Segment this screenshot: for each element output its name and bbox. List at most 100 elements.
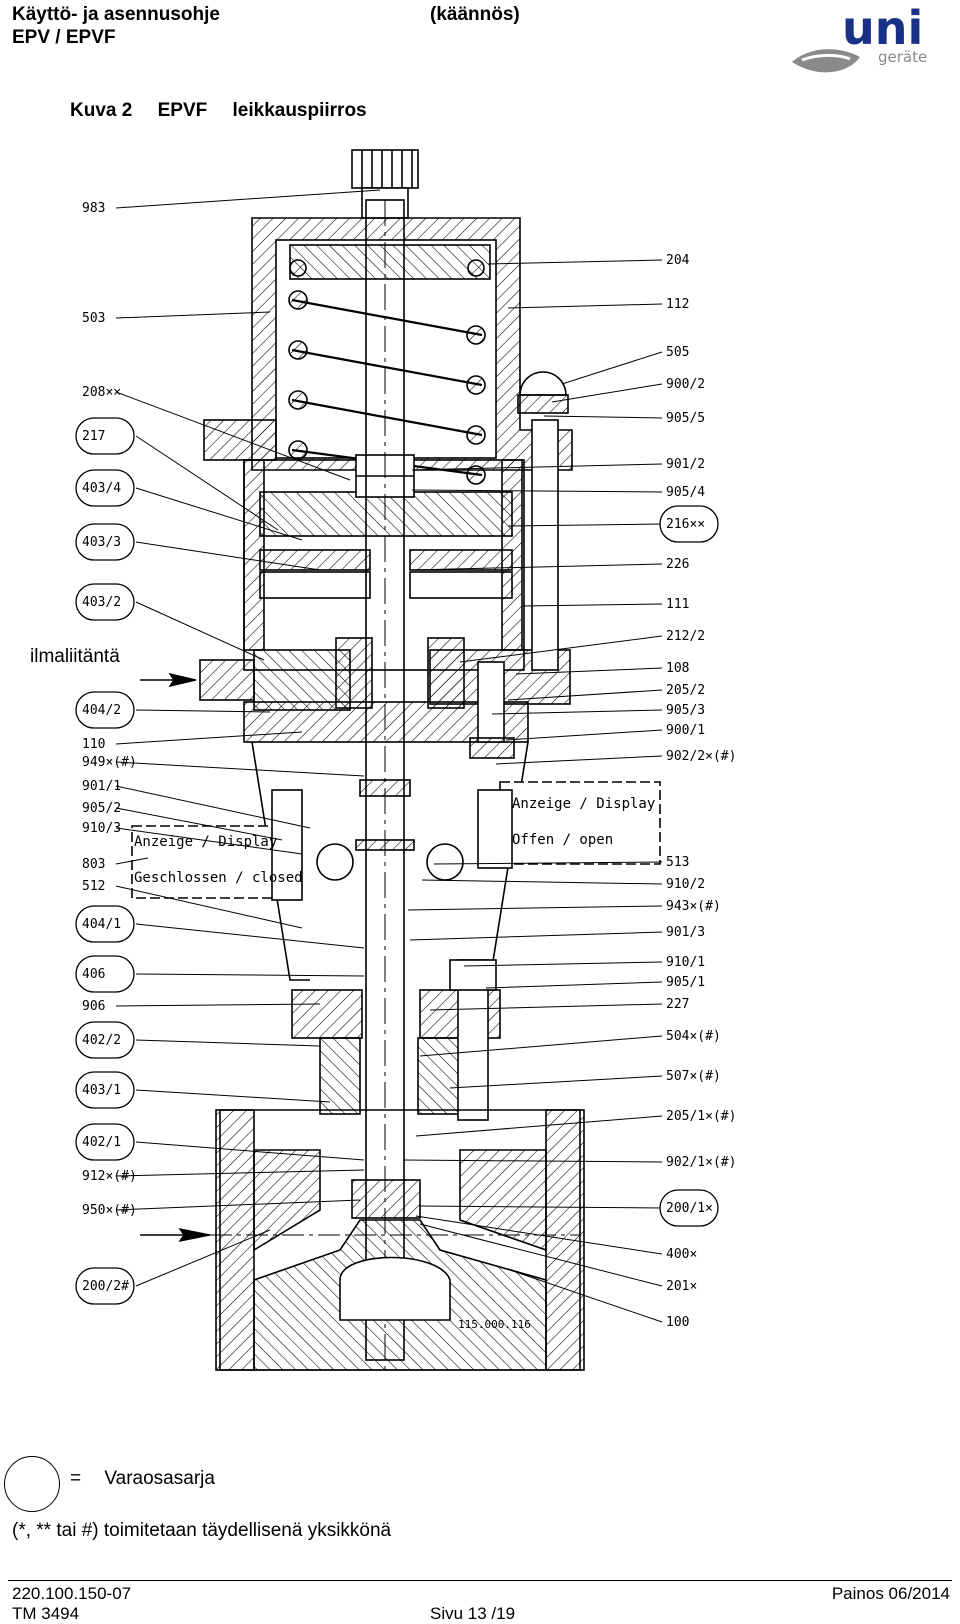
leader-line: [419, 1035, 663, 1057]
part-number: 226: [666, 557, 689, 572]
part-number: 905/5: [666, 411, 705, 426]
part-number: 404/1: [82, 917, 121, 932]
leader-line: [135, 923, 365, 949]
part-callout-205-2: 205/2: [666, 683, 705, 698]
logo-sub: geräte: [878, 48, 927, 66]
display-left-state: Geschlossen / closed: [134, 870, 303, 886]
part-callout-404-1: 404/1: [75, 905, 135, 943]
part-callout-900-2: 900/2: [666, 377, 705, 392]
part-number: 205/2: [666, 683, 705, 698]
leader-line: [551, 383, 663, 403]
part-callout-905-1: 905/1: [666, 975, 705, 990]
figure-label: Kuva 2: [70, 100, 133, 121]
leader-line: [135, 1089, 331, 1103]
part-number: 901/1: [82, 779, 121, 794]
part-number: 507×(#): [666, 1069, 721, 1084]
part-number: 910/2: [666, 877, 705, 892]
part-number: 201×: [666, 1279, 697, 1294]
display-left-title: Anzeige / Display: [134, 834, 277, 850]
leader-line: [115, 311, 271, 319]
part-number: 212/2: [666, 629, 705, 644]
leader-line: [433, 861, 663, 865]
part-number: 403/2: [82, 595, 121, 610]
part-number: 803: [82, 857, 105, 872]
document-subtitle: EPV / EPVF: [12, 27, 116, 48]
leader-line: [507, 303, 663, 309]
part-callout-512: 512: [82, 879, 105, 894]
part-number: 216××: [666, 517, 705, 532]
part-callout-504-: 504×(#): [666, 1029, 721, 1044]
leader-line: [459, 635, 663, 663]
part-callout-204: 204: [666, 253, 690, 268]
leader-line: [487, 259, 663, 265]
legend-label: Varaosasarja: [104, 1468, 215, 1489]
part-callout-212-2: 212/2: [666, 629, 705, 644]
part-number: 906: [82, 999, 105, 1014]
kit-circle: [75, 1071, 135, 1109]
part-number: 503: [82, 311, 105, 326]
part-callout-901-3: 901/3: [666, 925, 705, 940]
leader-line: [485, 981, 663, 989]
leader-line: [521, 603, 663, 607]
part-callout-402-1: 402/1: [75, 1123, 135, 1161]
part-callout-503: 503: [82, 311, 105, 326]
part-callout-112: 112: [666, 297, 689, 312]
part-callout-400-: 400×: [666, 1247, 697, 1262]
display-right-state: Offen / open: [512, 832, 613, 848]
kit-circle: [75, 955, 135, 993]
part-number: 402/1: [82, 1135, 121, 1150]
part-callout-803: 803: [82, 857, 105, 872]
part-callout-200-1-: 200/1×: [659, 1189, 719, 1227]
left-part-callouts: 983503208××217403/4403/3403/2404/2110949…: [75, 201, 137, 1305]
leader-lines: [115, 189, 663, 1323]
part-callout-902-1-: 902/1×(#): [666, 1155, 736, 1170]
display-right-title: Anzeige / Display: [512, 796, 655, 812]
leader-line: [507, 689, 663, 701]
leader-line: [115, 1199, 361, 1211]
part-callout-910-3: 910/3: [82, 821, 121, 836]
part-number: 902/1×(#): [666, 1155, 736, 1170]
part-callout-404-2: 404/2: [75, 691, 135, 729]
leader-line: [115, 761, 365, 777]
part-number: 112: [666, 297, 689, 312]
leader-line: [135, 541, 321, 571]
part-callout-200-2-: 200/2#: [75, 1267, 135, 1305]
kit-circle: [75, 1267, 135, 1305]
part-number: 943×(#): [666, 899, 721, 914]
leader-line: [135, 1229, 271, 1287]
part-callout-403-1: 403/1: [75, 1071, 135, 1109]
part-number: 902/2×(#): [666, 749, 736, 764]
leader-line: [561, 351, 663, 385]
part-number: 403/3: [82, 535, 121, 550]
part-callout-403-3: 403/3: [75, 523, 135, 561]
part-number: 111: [666, 597, 689, 612]
legend: = Varaosasarja: [70, 1468, 215, 1490]
part-callout-983: 983: [82, 201, 105, 216]
logo-brand: uni: [842, 2, 923, 55]
part-number: 406: [82, 967, 105, 982]
part-number: 905/1: [666, 975, 705, 990]
valve-body-drawing: [131, 149, 661, 1371]
leader-line: [411, 563, 663, 571]
kit-circle: [659, 505, 719, 543]
leader-line: [507, 523, 663, 527]
part-callout-910-2: 910/2: [666, 877, 705, 892]
part-number: 983: [82, 201, 105, 216]
leader-line: [415, 1115, 663, 1137]
part-number: 204: [666, 253, 690, 268]
part-callout-403-4: 403/4: [75, 469, 135, 507]
leader-line: [115, 807, 283, 841]
air-connection-label: ilmaliitäntä: [30, 646, 120, 667]
part-callout-912-: 912×(#): [82, 1169, 137, 1184]
kit-circle: [75, 523, 135, 561]
part-callout-950-: 950×(#): [82, 1203, 137, 1218]
leader-line: [115, 189, 381, 209]
kit-circle: [75, 1021, 135, 1059]
leader-line: [135, 601, 265, 661]
part-number: 900/1: [666, 723, 705, 738]
part-callout-901-1: 901/1: [82, 779, 121, 794]
part-number: 900/2: [666, 377, 705, 392]
part-callout-905-4: 905/4: [666, 485, 705, 500]
leader-line: [463, 961, 663, 967]
part-number: 905/2: [82, 801, 121, 816]
